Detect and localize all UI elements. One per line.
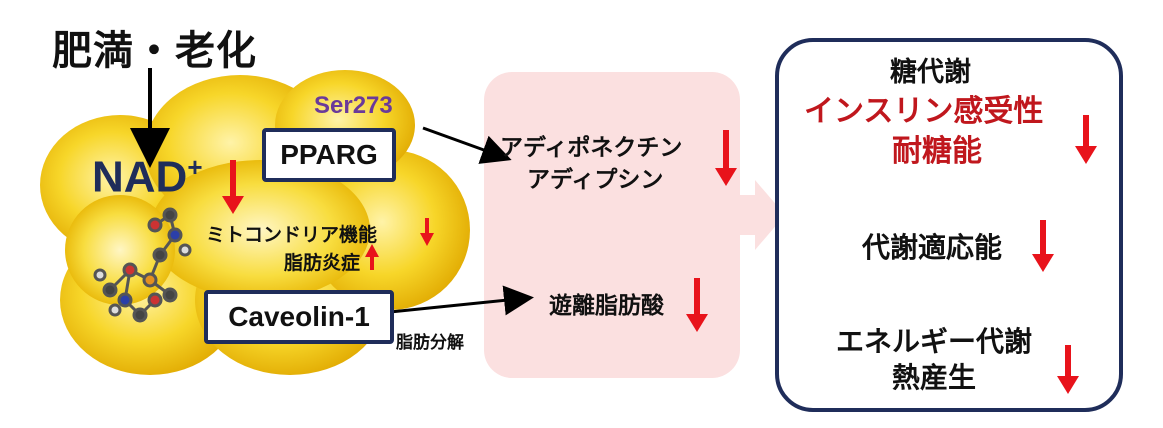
nad-sup: + <box>187 152 203 182</box>
nad-down-arrow-icon <box>222 160 244 214</box>
inflam-label: 脂肪炎症 <box>284 252 361 274</box>
adiponectin-label: アディポネクチン <box>500 135 683 161</box>
adipo-down-arrow-icon <box>715 130 737 186</box>
caveolin-box: Caveolin-1 <box>204 290 394 344</box>
insulin-down-arrow-icon <box>1075 115 1097 164</box>
outcome-panel <box>775 38 1123 412</box>
ffa-label: 遊離脂肪酸 <box>549 293 664 319</box>
glucose-tolerance-label: 耐糖能 <box>892 134 982 169</box>
insulin-sensitivity-label: インスリン感受性 <box>804 94 1044 129</box>
adipsin-label: アディプシン <box>527 167 664 193</box>
energy-metabolism-label: エネルギー代謝 <box>836 325 1033 358</box>
energy-down-arrow-icon <box>1057 345 1079 394</box>
caveolin-arrow <box>389 285 534 316</box>
lipolysis-label: 脂肪分解 <box>396 333 464 353</box>
trigger-label: 肥満・老化 <box>52 28 257 74</box>
glucose-metabolism-title: 糖代謝 <box>890 57 971 88</box>
nad-molecule-icon <box>93 207 192 323</box>
ffa-down-arrow-icon <box>686 278 708 332</box>
pparg-box: PPARG <box>262 128 396 182</box>
flow-arrow <box>740 180 785 250</box>
secretion-panel <box>484 72 740 378</box>
thermogenesis-label: 熱産生 <box>892 361 977 394</box>
nad-label: NAD+ <box>92 152 203 203</box>
metabolic-adaptation-label: 代謝適応能 <box>862 231 1003 264</box>
mito-label: ミトコンドリア機能 <box>206 224 378 246</box>
nad-text: NAD <box>92 152 188 202</box>
pparg-arrow <box>422 126 512 164</box>
inflam-up-arrow-icon <box>365 244 379 270</box>
ser-label: Ser273 <box>314 92 393 119</box>
mito-down-arrow-icon <box>420 218 434 246</box>
adaptation-down-arrow-icon <box>1032 220 1054 272</box>
